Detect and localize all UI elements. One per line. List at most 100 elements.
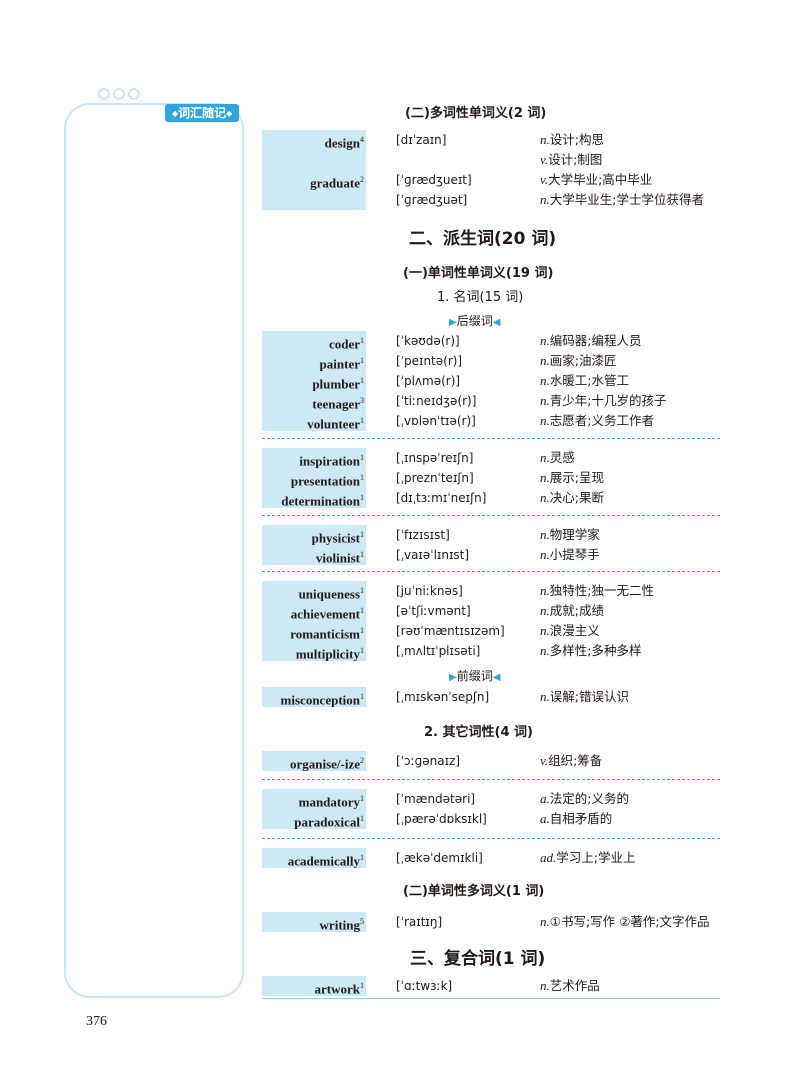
phonetic: [ˈɔːɡənaɪz] bbox=[396, 754, 461, 768]
meaning-text: 学习上;学业上 bbox=[556, 850, 636, 865]
frequency-mark: 1 bbox=[360, 626, 364, 635]
frequency-mark: 1 bbox=[360, 814, 364, 823]
phonetic: [ˌmɪskənˈsepʃn] bbox=[396, 690, 490, 704]
triangle-left-icon: ◀ bbox=[492, 672, 501, 683]
part-of-speech: n. bbox=[540, 623, 550, 638]
part-of-speech: n. bbox=[540, 450, 550, 465]
prefix-label-text: 前缀词 bbox=[456, 669, 493, 683]
word-entry: volunteer1[ˌvɒlənˈtɪə(r)]n.志愿者;义务工作者 bbox=[262, 411, 716, 431]
word-column-bg bbox=[262, 751, 366, 771]
word-entry: inspiration1[ˌɪnspəˈreɪʃn]n.灵感 bbox=[262, 448, 716, 468]
headword: violinist1 bbox=[262, 545, 366, 568]
meaning: ad.学习上;学业上 bbox=[540, 848, 635, 868]
meaning: n.编码器;编程人员 bbox=[540, 331, 641, 351]
phonetic: [dɪˈzaɪn] bbox=[396, 133, 447, 147]
word-column-bg bbox=[262, 976, 366, 996]
part-of-speech: n. bbox=[540, 132, 550, 147]
phonetic: [ˈkəʊdə(r)] bbox=[396, 334, 460, 348]
headword-text: organise/-ize bbox=[289, 756, 360, 772]
word-column-bg bbox=[262, 130, 366, 210]
headword: romanticism1 bbox=[262, 621, 366, 644]
category-title: 1. 名词(15 词) bbox=[437, 290, 524, 305]
notebook-rings bbox=[98, 88, 146, 102]
frequency-mark: 1 bbox=[360, 473, 364, 482]
meaning: n.误解;错误认识 bbox=[540, 687, 629, 707]
meaning: n.①书写;写作 ②著作;文字作品 bbox=[540, 912, 710, 932]
meaning-text: 独特性;独一无二性 bbox=[549, 583, 654, 598]
phonetic: [ˌvɒlənˈtɪə(r)] bbox=[396, 414, 476, 428]
headword-text: inspiration bbox=[299, 453, 360, 469]
headword: paradoxical1 bbox=[262, 809, 366, 832]
meaning-text: 编码器;编程人员 bbox=[549, 333, 642, 348]
headword: mandatory1 bbox=[262, 789, 366, 812]
phonetic: [ˈfɪzɪsɪst] bbox=[396, 528, 450, 542]
word-column-bg bbox=[262, 525, 366, 565]
meaning-text: 成就;成绩 bbox=[549, 603, 604, 618]
word-entry: violinist1[ˌvaɪəˈlɪnɪst]n.小提琴手 bbox=[262, 545, 716, 565]
ring-icon bbox=[113, 88, 125, 100]
headword: painter1 bbox=[262, 351, 366, 374]
meaning-text: 物理学家 bbox=[549, 527, 600, 542]
word-column-bg bbox=[262, 848, 366, 868]
phonetic: [əˈtʃiːvmənt] bbox=[396, 604, 471, 618]
headword-text: painter bbox=[319, 356, 360, 372]
word-entry: painter1[ˈpeɪntə(r)]n.画家;油漆匠 bbox=[262, 351, 716, 371]
prefix-label: ▶前缀词◀ bbox=[449, 667, 500, 684]
meaning-text: 自相矛盾的 bbox=[549, 811, 613, 826]
phonetic: [ˌpreznˈteɪʃn] bbox=[396, 471, 474, 485]
headword: teenager3 bbox=[262, 391, 366, 414]
word-column-bg bbox=[262, 912, 366, 932]
divider bbox=[262, 838, 720, 839]
meaning-text: 误解;错误认识 bbox=[549, 689, 629, 704]
part-of-speech: n. bbox=[540, 192, 550, 207]
frequency-mark: 2 bbox=[360, 756, 364, 765]
section-title: (一)单词性单词义(19 词) bbox=[403, 266, 554, 281]
headword: achievement1 bbox=[262, 601, 366, 624]
headword: uniqueness1 bbox=[262, 581, 366, 604]
frequency-mark: 1 bbox=[360, 646, 364, 655]
headword-text: artwork bbox=[314, 981, 361, 997]
word-entry: coder1[ˈkəʊdə(r)]n.编码器;编程人员 bbox=[262, 331, 716, 351]
headword-text: uniqueness bbox=[298, 586, 360, 602]
section-title: (二)单词性多词义(1 词) bbox=[403, 884, 545, 899]
word-entry: design4[dɪˈzaɪn]n.设计;构思 bbox=[262, 130, 716, 150]
phonetic: [ˈɡrædʒueɪt] bbox=[396, 173, 472, 187]
word-column-bg bbox=[262, 448, 366, 508]
headword-text: romanticism bbox=[290, 626, 360, 642]
phonetic: [ˈmændətəri] bbox=[396, 792, 476, 806]
meaning: n.多样性;多种多样 bbox=[540, 641, 641, 661]
part-of-speech: n. bbox=[540, 914, 550, 929]
part-of-speech: a. bbox=[540, 811, 550, 826]
bottom-rule bbox=[262, 998, 720, 999]
word-entry: romanticism1[rəʊˈmæntɪsɪzəm]n.浪漫主义 bbox=[262, 621, 716, 641]
part-of-speech: n. bbox=[540, 978, 550, 993]
headword: misconception1 bbox=[262, 687, 366, 710]
frequency-mark: 1 bbox=[360, 981, 364, 990]
section-title: (二)多词性单词义(2 词) bbox=[405, 106, 547, 121]
meaning: a.法定的;义务的 bbox=[540, 789, 629, 809]
headword-text: plumber bbox=[312, 376, 360, 392]
meaning-text: 大学毕业;高中毕业 bbox=[548, 172, 653, 187]
meaning: n.浪漫主义 bbox=[540, 621, 600, 641]
word-column-bg bbox=[262, 331, 366, 431]
divider bbox=[262, 779, 720, 780]
headword: multiplicity1 bbox=[262, 641, 366, 664]
meaning-text: 大学毕业生;学士学位获得者 bbox=[549, 192, 704, 207]
word-column-bg bbox=[262, 687, 366, 707]
frequency-mark: 1 bbox=[360, 356, 364, 365]
meaning-text: 青少年;十几岁的孩子 bbox=[549, 393, 667, 408]
meaning: n.青少年;十几岁的孩子 bbox=[540, 391, 666, 411]
part-of-speech: n. bbox=[540, 353, 550, 368]
word-entry: v.设计;制图 bbox=[262, 150, 716, 170]
page-number: 376 bbox=[86, 1014, 107, 1029]
part-of-speech: n. bbox=[540, 603, 550, 618]
meaning-text: 设计;制图 bbox=[548, 152, 603, 167]
word-entry: organise/-ize2[ˈɔːɡənaɪz]v.组织;筹备 bbox=[262, 751, 716, 771]
headword: volunteer1 bbox=[262, 411, 366, 434]
meaning: v.设计;制图 bbox=[540, 150, 602, 170]
word-entry: physicist1[ˈfɪzɪsɪst]n.物理学家 bbox=[262, 525, 716, 545]
notes-panel bbox=[64, 103, 244, 998]
headword-text: teenager bbox=[312, 396, 360, 412]
word-entry: writing5[ˈraɪtɪŋ]n.①书写;写作 ②著作;文字作品 bbox=[262, 912, 716, 932]
section-heading: 三、复合词(1 词) bbox=[410, 949, 546, 969]
